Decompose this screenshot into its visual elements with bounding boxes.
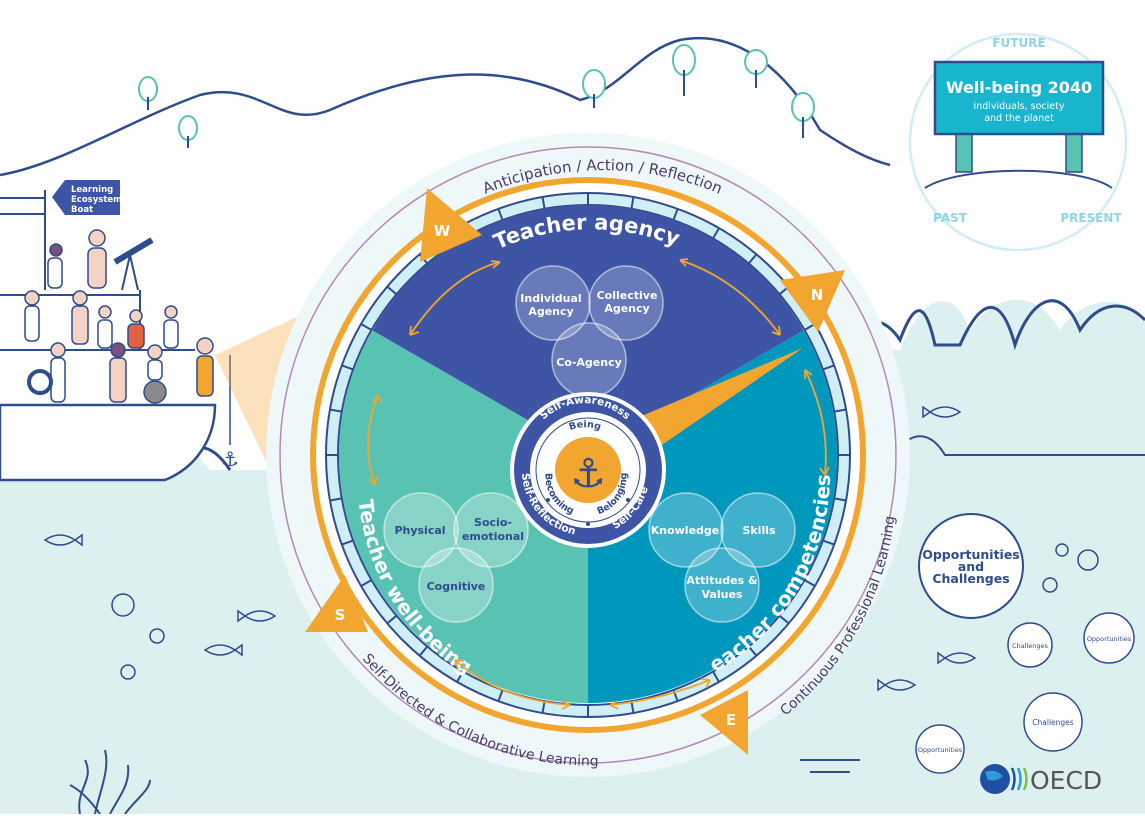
oecd-wordmark: OECD [1030, 766, 1102, 795]
compass-tick [360, 579, 372, 587]
bubble-big-line-3: Challenges [932, 571, 1009, 586]
sign-future: FUTURE [992, 36, 1045, 50]
sign-subtitle-2: and the planet [984, 113, 1054, 124]
boat-hull [0, 403, 217, 482]
label-west: W [434, 222, 451, 240]
compass-tick [456, 671, 464, 683]
compass-tick [630, 196, 635, 209]
compass-tick [747, 645, 758, 657]
compass-tick [747, 253, 758, 265]
compass-point-north: N [780, 270, 845, 332]
boat-anchor-icon: ⚓ [221, 447, 239, 471]
bubble-opportunities-2: Opportunities [918, 746, 963, 754]
learning-ecosystem-boat: ⚓ Learning Ecosystem Boat [0, 180, 239, 482]
people-illustration [24, 229, 214, 404]
compass-tick [329, 497, 342, 502]
compass-tick [386, 614, 398, 625]
compass-tick [822, 364, 835, 371]
label-skills: Skills [742, 524, 776, 537]
oecd-logo: OECD [980, 764, 1102, 795]
compass-tick [804, 579, 816, 587]
label-physical: Physical [394, 524, 445, 537]
label-attitudes-values: Attitudes &Values [686, 574, 758, 601]
label-being: Being [568, 419, 603, 433]
compass-tick [541, 196, 546, 209]
compass-tick [778, 614, 790, 625]
compass-point-west: W [420, 188, 482, 262]
compass-tick [672, 208, 679, 221]
compass-tick [329, 408, 342, 413]
bubble-opportunities-1: Opportunities [1087, 635, 1132, 643]
label-knowledge: Knowledge [651, 524, 720, 537]
bubble-big-line-1: Opportunities [922, 547, 1020, 562]
label-south: S [335, 606, 346, 624]
label-cognitive: Cognitive [427, 580, 486, 593]
telescope-icon [113, 237, 154, 265]
sea-bubbles [111, 543, 1099, 680]
compass-needle [620, 348, 803, 460]
compass-tick [341, 364, 354, 371]
compass-point-south: S [305, 575, 368, 632]
wave-line-right [838, 299, 1145, 351]
compass-tick [360, 323, 372, 331]
compass-tick [418, 645, 429, 657]
bubble-big-line-2: and [958, 559, 984, 574]
compass-tick [834, 497, 847, 502]
bubble-challenges-1: Challenges [1012, 642, 1048, 650]
anchor-icon: ⚓ [570, 451, 606, 497]
compass-tick [822, 539, 835, 546]
compass-point-east: E [700, 690, 748, 755]
label-north: N [811, 286, 824, 304]
boat-sign-line-3: Boat [71, 205, 93, 215]
venn-teacher-wellbeing: Physical Socio-emotional Cognitive [383, 492, 529, 623]
compass-tick [497, 689, 504, 702]
sector-teacher-agency [372, 205, 804, 455]
sign-subtitle-1: individuals, society [974, 101, 1065, 112]
compass-tick [541, 701, 546, 714]
bubble-challenges-2: Challenges [1032, 718, 1073, 727]
boat-sign-line-1: Learning [71, 185, 113, 195]
hills-outline [0, 36, 891, 177]
boat-sign-line-2: Ecosystem [71, 195, 122, 205]
compass-tick [386, 285, 398, 296]
anchor-disk [555, 437, 621, 503]
label-east: E [726, 711, 736, 729]
opportunities-challenges-bubbles: Opportunities and Challenges Challenges … [915, 513, 1135, 774]
label-socio-emotional: Socio-emotional [462, 516, 524, 543]
compass-tick [834, 408, 847, 413]
compass-tick [712, 671, 720, 683]
hill-trees [138, 44, 815, 148]
venn-teacher-competencies: Knowledge Skills Attitudes &Values [648, 492, 796, 623]
compass-tick [712, 227, 720, 239]
learning-ring [279, 146, 897, 764]
wellbeing-2040-sign: FUTURE Well-being 2040 individuals, soci… [908, 32, 1128, 252]
fish-icons [43, 405, 977, 692]
sign-present: PRESENT [1060, 211, 1122, 225]
seaweed [69, 749, 151, 815]
label-co-agency: Co-Agency [556, 356, 622, 369]
compass-tick [630, 701, 635, 714]
compass-tick [341, 539, 354, 546]
double-arrows [367, 258, 830, 710]
sign-board [933, 60, 1105, 136]
compass-tick [497, 208, 504, 221]
boat-sign [52, 180, 120, 215]
sign-title: Well-being 2040 [946, 78, 1092, 97]
wave-ripples [800, 759, 860, 773]
sign-past: PAST [933, 211, 968, 225]
